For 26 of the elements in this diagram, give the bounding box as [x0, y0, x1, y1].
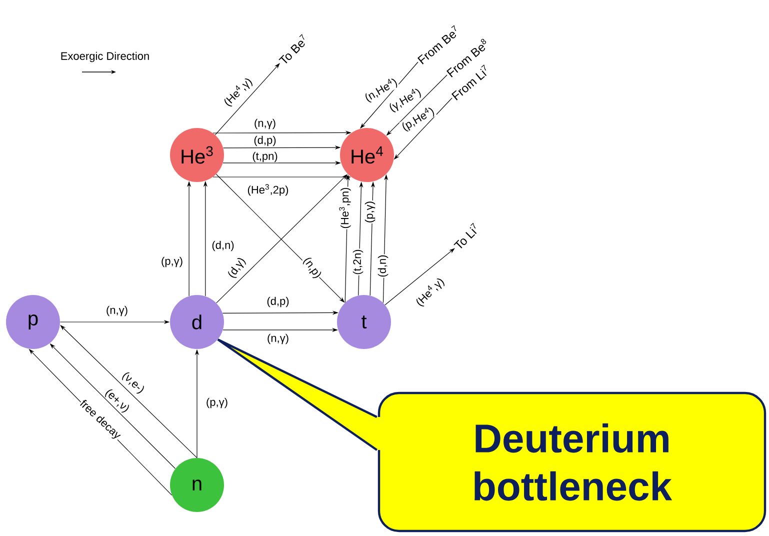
nuclide-ball: p [6, 295, 60, 349]
edge-label: (t,2n) [352, 248, 364, 276]
callout-pointer [216, 338, 378, 452]
nuclide-ball: He$^{4}$ [340, 128, 394, 182]
destination-text: To Li$^{7}$ [454, 222, 477, 248]
edge-label: (p,γ) [160, 256, 184, 268]
edge-label: (He$^{3}$,2p) [246, 184, 290, 196]
edge-label: (n,γ) [254, 118, 276, 130]
arrow [214, 63, 280, 136]
nuclide-ball: He$^{3}$ [170, 128, 224, 182]
edge-label: (He$^{3}$,pn) [338, 186, 352, 230]
edge-label: (p,γ) [364, 200, 376, 224]
arrow [384, 248, 455, 306]
edge-label: (n,γ) [106, 305, 128, 317]
legend-text: Exoergic Direction [61, 52, 149, 62]
edge-label: (d,p) [266, 296, 290, 308]
nuclide-ball: n [170, 458, 224, 512]
nuclide-ball: t [337, 295, 391, 349]
destination-text: To Be$^{7}$ [278, 34, 305, 64]
edge-label: (d,n) [377, 254, 389, 278]
edge-label: (d,n) [211, 240, 235, 252]
edge-label: (t,pn) [252, 151, 278, 163]
edge-label: (d,p) [253, 135, 277, 147]
edge-label: (He$^{4}$,γ) [412, 274, 448, 310]
nuclide-ball: d [170, 295, 224, 349]
edge-label: (He$^{4}$,γ) [220, 74, 256, 110]
